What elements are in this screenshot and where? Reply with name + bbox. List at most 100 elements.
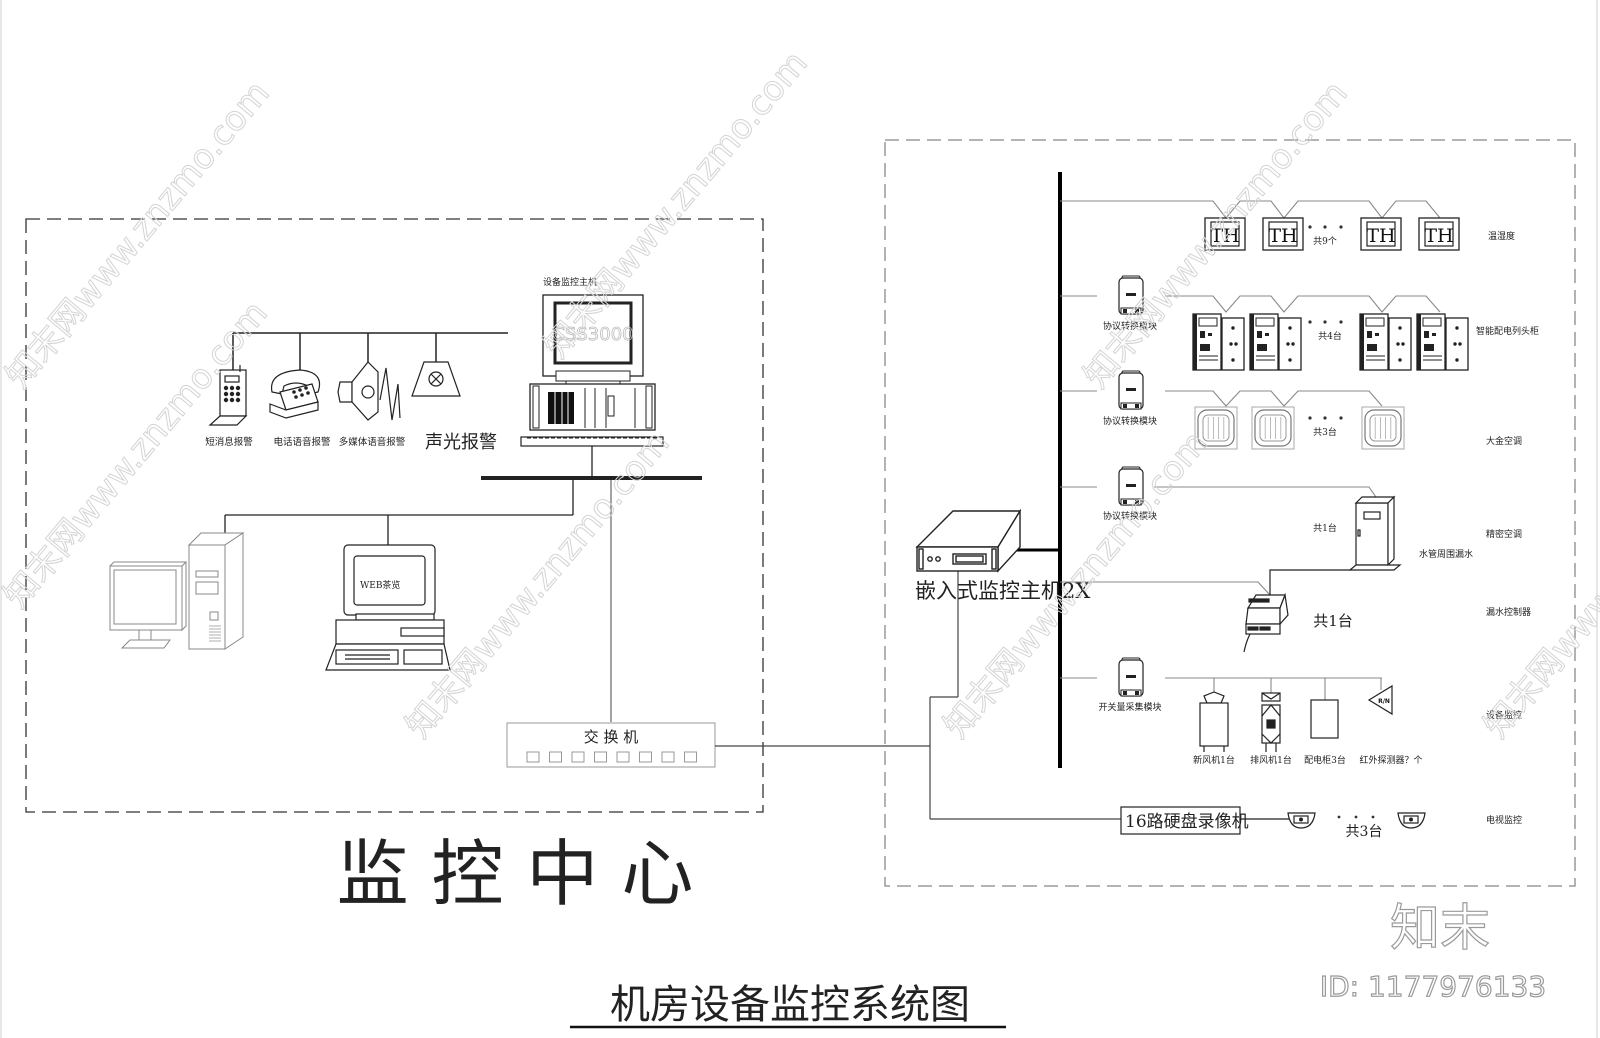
- th-sensor-icon: TH: [1204, 217, 1246, 251]
- row-precision-ac: 协议转换模块 共1台 精密空调 水管周围漏水: [1060, 466, 1522, 571]
- exhaust-fan-icon: [1261, 692, 1281, 752]
- row-leak-controller: 共1台 漏水控制器: [1060, 569, 1531, 653]
- pdu-count: 共4台: [1318, 330, 1342, 342]
- cctv-category: 电视监控: [1486, 814, 1522, 826]
- lan-backbone: [224, 446, 702, 722]
- switch-collect-module-label: 开关量采集模块: [1098, 701, 1161, 713]
- th-category: 温湿度: [1488, 230, 1515, 242]
- sub-device-exhaust-fan: 排风机1台: [1250, 754, 1292, 766]
- web-terminal-text: WEB茶览: [360, 579, 400, 591]
- sub-device-distribution-cabinet: 配电柜3台: [1304, 754, 1346, 766]
- th-bus: [1060, 200, 1441, 219]
- switch-label: 交 换 机: [584, 728, 639, 746]
- web-terminal-icon: [325, 544, 451, 671]
- pdu-cabinet-icon: [1416, 313, 1469, 371]
- pdu-module-label: 协议转换模块: [1103, 320, 1157, 332]
- alarm-label-sms: 短消息报警: [205, 436, 253, 448]
- infrared-detector-icon: [1367, 684, 1393, 716]
- loudspeaker-icon: [337, 361, 401, 421]
- th-sensor-text: TH: [1424, 225, 1453, 247]
- embedded-host-icon: [915, 508, 1022, 573]
- th-sensor-text: TH: [1366, 225, 1395, 247]
- leak-count: 共1台: [1313, 612, 1353, 630]
- protocol-module-icon: [1118, 657, 1144, 697]
- alarm-label-phone: 电话语音报警: [273, 436, 331, 448]
- monitoring-center-title: 监 控 中 心: [337, 832, 694, 916]
- page-title: 机房设备监控系统图: [610, 982, 970, 1028]
- protocol-module-icon: [1118, 275, 1144, 315]
- sub-device-infrared-detector: 红外探测器？个: [1359, 754, 1422, 766]
- cassette-ac-icon: [1194, 406, 1238, 450]
- switch-port: [594, 751, 607, 763]
- watermark-text: 知末网www.znzmo.com: [536, 44, 815, 366]
- leak-controller-icon: [1243, 592, 1289, 653]
- watermark-text: 知末网www.znzmo.com: [1476, 424, 1600, 746]
- embedded-host-label: 嵌入式监控主机2X: [915, 579, 1090, 603]
- ac-bus: [1165, 390, 1383, 407]
- sms-pager-icon: [208, 365, 248, 426]
- pdu-cabinet-icon: [1249, 313, 1302, 371]
- sub-device-fresh-air: 新风机1台: [1193, 754, 1235, 766]
- th-sensor-icon: TH: [1262, 217, 1304, 251]
- pdu-category: 智能配电列头柜: [1476, 325, 1539, 337]
- ellipsis-dots: [1308, 225, 1343, 229]
- row-temp-humidity: TH TH TH TH 共9个 温湿度: [1060, 200, 1515, 251]
- watermark-text: 知末网www.znzmo.com: [398, 424, 677, 746]
- desktop-pc-icon: [109, 532, 245, 650]
- switch-port: [684, 751, 697, 763]
- alarm-bus: [232, 332, 508, 372]
- switch-port: [661, 751, 675, 763]
- cassette-ac-icon: [1251, 406, 1295, 450]
- distribution-cabinet-icon: [1310, 699, 1339, 739]
- host-label: 设备监控主机: [543, 276, 597, 288]
- infrared-detector-glyph: R/N: [1378, 698, 1390, 705]
- row-equipment-monitoring: 开关量采集模块 R/N 新风机1台 排风机1台 配电柜3台 红外探测器？个 设备…: [1060, 657, 1522, 766]
- water-pipe-leak-label: 水管周围漏水: [1419, 548, 1473, 560]
- precision-ac-category: 精密空调: [1486, 528, 1522, 540]
- switch-port: [549, 751, 562, 763]
- beacon-light-icon: [411, 361, 461, 397]
- cctv-count: 共3台: [1346, 824, 1383, 840]
- ac-category: 大金空调: [1486, 435, 1522, 447]
- switch-port: [571, 751, 585, 763]
- row-cassette-ac: 协议转换模块 共3台 大金空调: [1060, 370, 1522, 450]
- switch-port: [526, 751, 540, 763]
- equipment-room-boundary: [884, 139, 1576, 887]
- pdu-cabinet-icon: [1192, 313, 1245, 371]
- th-sensor-icon: TH: [1418, 217, 1460, 251]
- camera-icon: [1287, 812, 1316, 829]
- switch-port: [616, 751, 630, 763]
- host-screen-text: CSS3000: [552, 324, 633, 345]
- alarm-label-multimedia: 多媒体语音报警: [339, 436, 406, 448]
- network-switch: [506, 722, 716, 768]
- cassette-ac-icon: [1361, 406, 1405, 450]
- leak-category: 漏水控制器: [1486, 606, 1531, 618]
- th-sensor-text: TH: [1210, 225, 1239, 247]
- precision-ac-cabinet-icon: [1348, 495, 1402, 571]
- fresh-air-unit-icon: [1199, 691, 1229, 752]
- alarm-label-sound-light: 声光报警: [425, 432, 497, 453]
- pdu-cabinet-icon: [1359, 313, 1412, 371]
- th-count: 共9个: [1313, 236, 1337, 247]
- protocol-module-icon: [1118, 466, 1144, 506]
- protocol-module-icon: [1118, 370, 1144, 410]
- th-sensor-text: TH: [1268, 225, 1297, 247]
- monitoring-center-boundary: [25, 218, 764, 813]
- dvr-label: 16路硬盘录像机: [1125, 812, 1249, 832]
- camera-icon: [1397, 812, 1426, 829]
- telephone-icon: [269, 369, 321, 419]
- precision-ac-count: 共1台: [1313, 522, 1337, 534]
- ac-count: 共3台: [1313, 426, 1337, 438]
- row-cctv: 16路硬盘录像机 共3台 电视监控: [1120, 806, 1522, 840]
- row-pdu: 协议转换模块 共4台 智能配电列头柜: [1060, 275, 1539, 371]
- ac-module-label: 协议转换模块: [1103, 415, 1157, 427]
- pdu-bus: [1165, 295, 1441, 313]
- equip-category: 设备监控: [1486, 709, 1522, 721]
- id-watermark: ID: 1177976133: [1320, 970, 1546, 1003]
- switch-port: [639, 751, 652, 763]
- trunk-link: [715, 569, 1122, 820]
- brand-watermark: 知末: [1390, 899, 1490, 957]
- monitoring-host-computer: [520, 294, 664, 447]
- dvr-box: [1120, 806, 1241, 835]
